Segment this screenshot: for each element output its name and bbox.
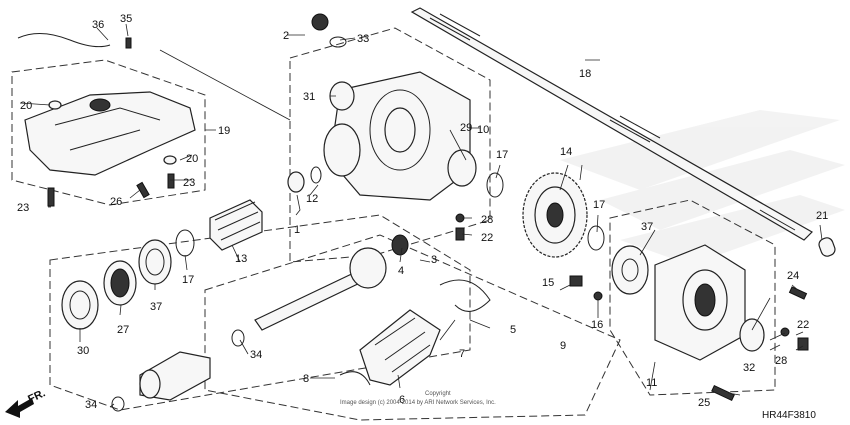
callout-31: 31: [303, 91, 315, 103]
callout-20-a: 20: [20, 100, 32, 112]
callout-36: 36: [92, 19, 104, 31]
callout-18: 18: [579, 68, 591, 80]
axle-shaft: [410, 7, 836, 257]
callout-19: 19: [218, 125, 230, 137]
callout-16: 16: [591, 319, 603, 331]
callout-24: 24: [787, 270, 799, 282]
skid-plate: [24, 91, 196, 207]
callout-7: 7: [459, 348, 465, 360]
callout-10: 10: [477, 124, 489, 136]
callout-35: 35: [120, 13, 132, 25]
callout-28-b: 28: [775, 355, 787, 367]
group-box-19: [11, 59, 206, 206]
callout-3: 3: [431, 254, 437, 266]
callout-14: 14: [560, 146, 572, 158]
gear-case: [287, 13, 504, 241]
group-box-10: [289, 27, 491, 263]
callout-9: 9: [560, 340, 566, 352]
callout-34-a: 34: [85, 399, 97, 411]
universal-joint: [111, 351, 211, 412]
leader: [159, 49, 291, 121]
callout-34-b: 34: [250, 349, 262, 361]
callout-33: 33: [357, 33, 369, 45]
callout-29: 29: [460, 122, 472, 134]
callout-1: 1: [294, 224, 300, 236]
callout-5: 5: [510, 324, 516, 336]
drive-shaft: [231, 234, 409, 347]
callout-6: 6: [399, 394, 405, 406]
breather-hose: [17, 33, 132, 49]
callout-11: 11: [646, 377, 657, 389]
callout-32: 32: [743, 362, 755, 374]
callout-37-a: 37: [150, 301, 162, 313]
watermark-wing: [560, 110, 845, 265]
callout-21: 21: [816, 210, 828, 222]
callouts: 1 2 3 4 5 6 7 8 9 10 11 12 13 14 15 16 1…: [17, 13, 828, 411]
callout-17-b: 17: [496, 149, 508, 161]
callout-25: 25: [698, 397, 710, 409]
callout-26: 26: [110, 196, 122, 208]
callout-23-a: 23: [17, 202, 29, 214]
callout-23-b: 23: [183, 177, 195, 189]
callout-15: 15: [542, 277, 554, 289]
callout-8: 8: [303, 373, 309, 385]
callout-22-a: 22: [481, 232, 493, 244]
pinion-assembly: [61, 199, 263, 330]
callout-17-c: 17: [593, 199, 605, 211]
callout-22-b: 22: [797, 319, 809, 331]
front-label: FR.: [26, 387, 47, 405]
copyright-notice: Image design (c) 2004-2014 by ARI Networ…: [340, 400, 496, 406]
front-direction-arrow: FR.: [5, 387, 47, 418]
callout-2: 2: [283, 30, 289, 42]
callout-20-b: 20: [186, 153, 198, 165]
copyright-title: Copyright: [425, 391, 451, 397]
callout-28-a: 28: [481, 214, 493, 226]
callout-30: 30: [77, 345, 89, 357]
group-box-3: [49, 214, 471, 411]
diagram-code: HR44F3810: [762, 410, 816, 421]
callout-12: 12: [306, 193, 318, 205]
ring-gear: [522, 172, 605, 301]
leader-lines: [19, 23, 823, 408]
group-box-9: [204, 234, 621, 421]
callout-4: 4: [398, 265, 404, 277]
callout-13: 13: [235, 253, 247, 265]
callout-37-b: 37: [641, 221, 653, 233]
callout-17-a: 17: [182, 274, 194, 286]
final-gear-cover: [611, 244, 809, 402]
callout-27: 27: [117, 324, 129, 336]
cv-boot: [339, 279, 491, 386]
